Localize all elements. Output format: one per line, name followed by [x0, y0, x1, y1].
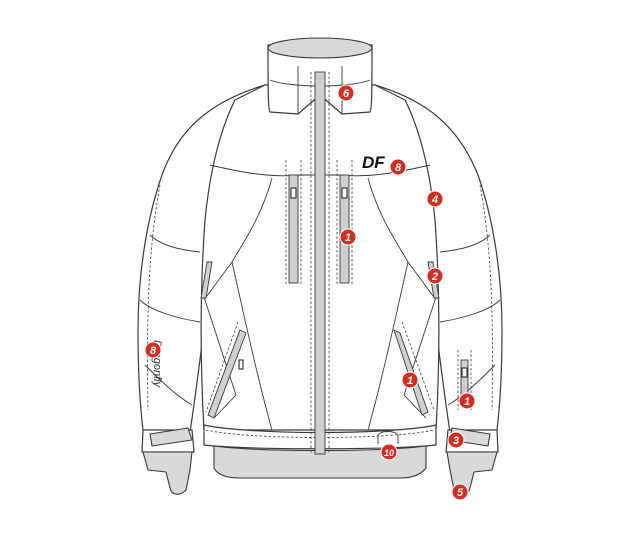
- left-cuff-tab: [149, 427, 193, 447]
- svg-text:10: 10: [384, 448, 394, 458]
- svg-text:1: 1: [345, 232, 351, 244]
- callout-5: 5: [451, 483, 469, 501]
- hem-d-ring: [377, 431, 399, 444]
- svg-text:5: 5: [457, 487, 464, 499]
- callout-4: 4: [426, 190, 444, 208]
- svg-text:6: 6: [343, 88, 350, 100]
- left-hand-pocket-zip: [207, 329, 247, 419]
- main-zipper: [314, 71, 326, 455]
- svg-text:8: 8: [150, 345, 157, 357]
- callout-8-sleeve: 8: [144, 341, 162, 359]
- chest-logo: DF: [362, 153, 385, 172]
- bottom-skirt: [213, 445, 427, 479]
- callout-10: 10: [380, 443, 398, 461]
- svg-text:1: 1: [407, 375, 413, 387]
- callout-8-logo: 8: [389, 158, 407, 176]
- svg-text:8: 8: [395, 162, 402, 174]
- left-chest-zipper: [288, 174, 299, 284]
- svg-text:2: 2: [431, 271, 438, 283]
- collar-top: [267, 37, 373, 59]
- callout-6: 6: [337, 84, 355, 102]
- callout-1-chest: 1: [339, 228, 357, 246]
- svg-text:3: 3: [453, 435, 459, 447]
- callout-1-sleeve: 1: [458, 392, 476, 410]
- callout-2: 2: [426, 267, 444, 285]
- left-gaiter: [142, 451, 193, 495]
- callout-1-pocket: 1: [401, 371, 419, 389]
- svg-text:1: 1: [464, 396, 470, 408]
- svg-text:4: 4: [431, 194, 438, 206]
- left-pit-zip: [200, 261, 213, 299]
- callout-3: 3: [447, 431, 465, 449]
